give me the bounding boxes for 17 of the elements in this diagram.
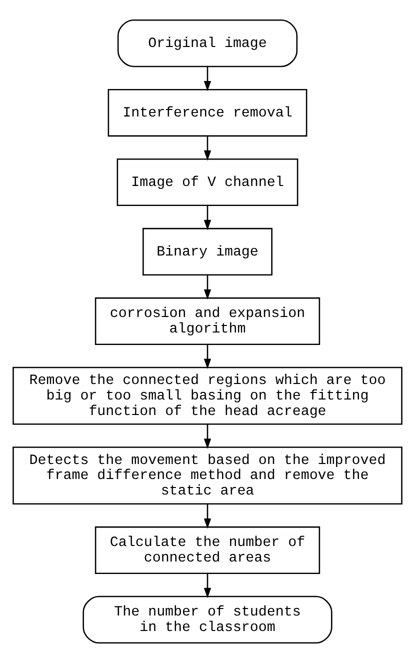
arrow — [204, 274, 212, 300]
node-box: corrosion and expansion algorithm — [94, 296, 320, 344]
arrow — [204, 572, 212, 598]
node-box: Original image — [117, 19, 298, 67]
node-box: Calculate the number of connected areas — [94, 526, 320, 574]
node-box: Detects the movement based on the improved frame difference method and remove the static area — [12, 446, 402, 504]
arrow — [204, 135, 212, 160]
arrow — [204, 344, 212, 368]
arrow — [204, 504, 212, 528]
node-box: The number of students in the classroom — [82, 595, 332, 643]
arrow — [204, 204, 212, 230]
node-box: Remove the connected regions which are too big or too small basing on the fitting function of the head acreage — [12, 366, 402, 424]
node-box: Binary image — [142, 227, 272, 276]
node-box: Image of V channel — [116, 158, 298, 206]
node-box: Interference removal — [108, 88, 308, 136]
arrow — [204, 424, 212, 448]
arrow — [204, 66, 212, 91]
